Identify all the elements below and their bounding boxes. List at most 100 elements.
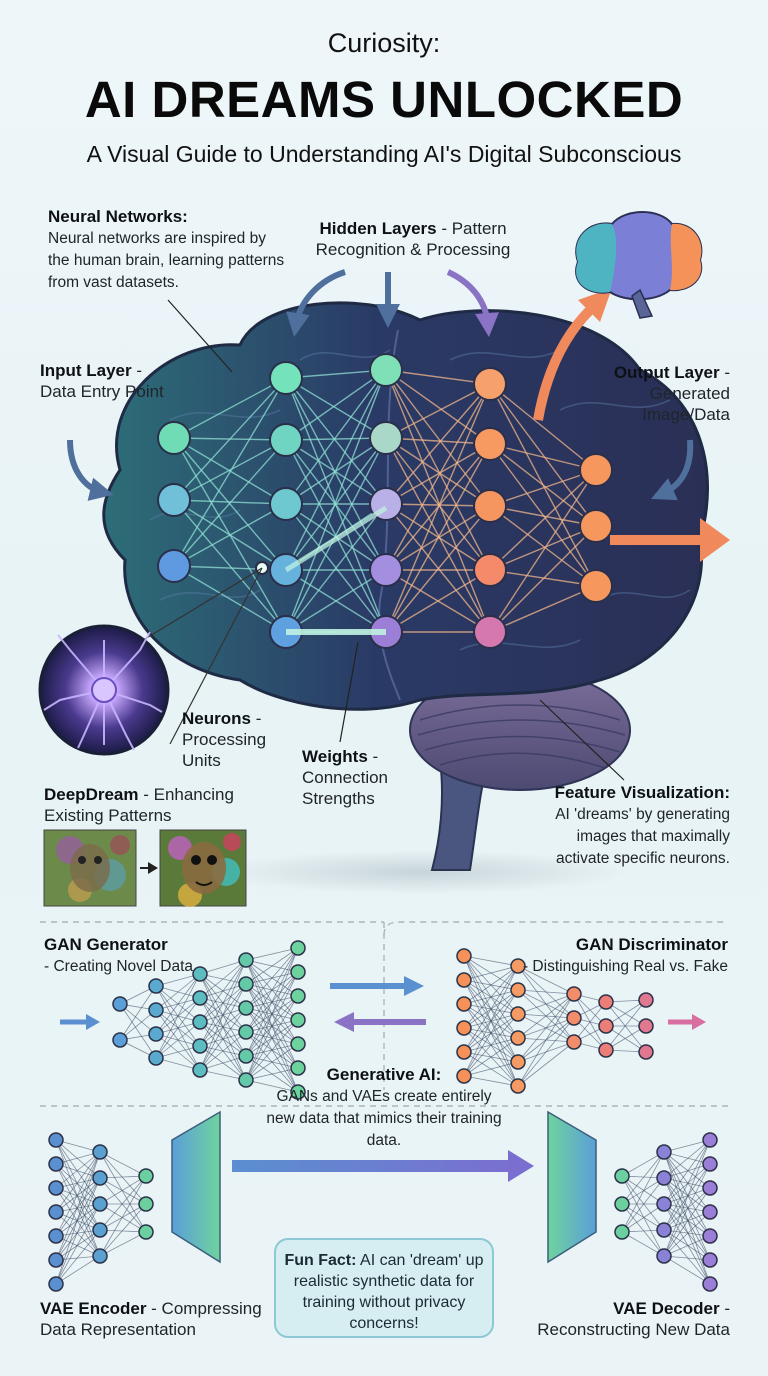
network-node — [638, 1044, 654, 1060]
brain-connection — [285, 569, 387, 633]
network-connection — [621, 1151, 665, 1177]
network-connection — [119, 985, 157, 1041]
deepdream-thumbnail-enhanced — [159, 829, 247, 907]
brain-connection — [285, 369, 387, 571]
output-to-brain-arrowhead — [578, 288, 612, 322]
network-connection — [621, 1175, 665, 1257]
network-connection — [663, 1177, 711, 1237]
network-connection — [55, 1139, 101, 1257]
network-connection — [55, 1163, 101, 1205]
network-connection — [663, 1139, 711, 1153]
network-connection — [621, 1203, 665, 1257]
network-node — [48, 1180, 64, 1196]
network-connection — [621, 1203, 665, 1231]
brain-connection — [385, 437, 491, 571]
network-connection — [55, 1203, 101, 1285]
network-node — [238, 1072, 254, 1088]
network-node — [702, 1180, 718, 1196]
brain-connection — [489, 525, 597, 571]
network-connection — [517, 993, 575, 1063]
network-node — [192, 990, 208, 1006]
brain-connection — [489, 585, 597, 633]
network-connection — [55, 1203, 101, 1237]
vae-encoder-text: - Compressing Data Representation — [40, 1299, 262, 1339]
vae-decoder-funnel — [547, 1110, 597, 1264]
deepdream-annotation: DeepDream - Enhancing Existing Patterns — [44, 784, 254, 826]
network-node — [148, 978, 164, 994]
brain-node — [157, 483, 191, 517]
weights-title: Weights — [302, 747, 368, 766]
small-brain-icon — [575, 211, 703, 319]
network-node — [138, 1196, 154, 1212]
page-kicker: Curiosity: — [327, 28, 441, 58]
network-connection — [99, 1231, 147, 1257]
gan-discriminator-title: GAN Discriminator — [575, 935, 728, 954]
deepdream-title: DeepDream — [44, 785, 139, 804]
network-node — [92, 1144, 108, 1160]
network-connection — [199, 1007, 247, 1071]
brain-connection — [173, 503, 287, 567]
network-connection — [621, 1175, 665, 1205]
brain-connection — [173, 439, 287, 567]
network-connection — [245, 947, 299, 1009]
brain-node — [579, 453, 613, 487]
network-connection — [99, 1151, 147, 1205]
network-connection — [517, 1041, 575, 1087]
network-connection — [517, 989, 575, 995]
network-node — [238, 976, 254, 992]
deepdream-thumbnail-original — [43, 829, 137, 907]
input-layer-title: Input Layer — [40, 361, 132, 380]
brain-connection — [385, 369, 491, 507]
vae-encoder-title: VAE Encoder — [40, 1299, 147, 1318]
brain-connection — [285, 437, 387, 571]
network-node — [638, 1018, 654, 1034]
network-connection — [55, 1187, 101, 1205]
brain-silhouette — [102, 301, 709, 711]
hidden-layers-text: - Pattern Recognition & Processing — [315, 219, 511, 259]
brain-connection — [285, 377, 387, 439]
network-connection — [463, 1013, 519, 1077]
network-node — [456, 1068, 472, 1084]
gan-discriminator-network — [456, 948, 654, 1094]
network-node — [290, 964, 306, 980]
network-connection — [663, 1235, 711, 1257]
network-connection — [663, 1203, 711, 1213]
network-connection — [99, 1175, 147, 1205]
deepdream-arrow — [148, 862, 158, 874]
network-connection — [245, 1079, 299, 1093]
network-connection — [517, 993, 575, 1087]
network-node — [238, 1000, 254, 1016]
network-connection — [663, 1229, 711, 1285]
brain-connection — [285, 377, 387, 505]
brain-node — [473, 367, 507, 401]
brain-node — [369, 421, 403, 455]
network-connection — [55, 1229, 101, 1285]
network-connection — [55, 1211, 101, 1231]
network-node — [702, 1156, 718, 1172]
network-node — [48, 1252, 64, 1268]
network-node — [238, 952, 254, 968]
network-connection — [199, 1069, 247, 1081]
network-connection — [199, 959, 247, 1023]
network-connection — [155, 973, 201, 1011]
network-connection — [621, 1203, 665, 1233]
brain-connection — [385, 383, 491, 505]
network-connection — [663, 1163, 711, 1205]
network-connection — [463, 989, 519, 1077]
network-node — [656, 1144, 672, 1160]
network-connection — [55, 1229, 101, 1261]
network-connection — [245, 947, 299, 961]
network-node — [656, 1222, 672, 1238]
network-connection — [463, 965, 519, 1029]
network-connection — [621, 1151, 665, 1233]
network-connection — [245, 1019, 299, 1081]
network-connection — [663, 1255, 711, 1285]
network-connection — [55, 1177, 101, 1285]
network-connection — [663, 1187, 711, 1205]
brain-connection — [489, 443, 597, 527]
network-node — [702, 1252, 718, 1268]
brain-node — [269, 423, 303, 457]
network-connection — [517, 993, 575, 1039]
weights-annotation: Weights - Connection Strengths — [302, 746, 412, 809]
